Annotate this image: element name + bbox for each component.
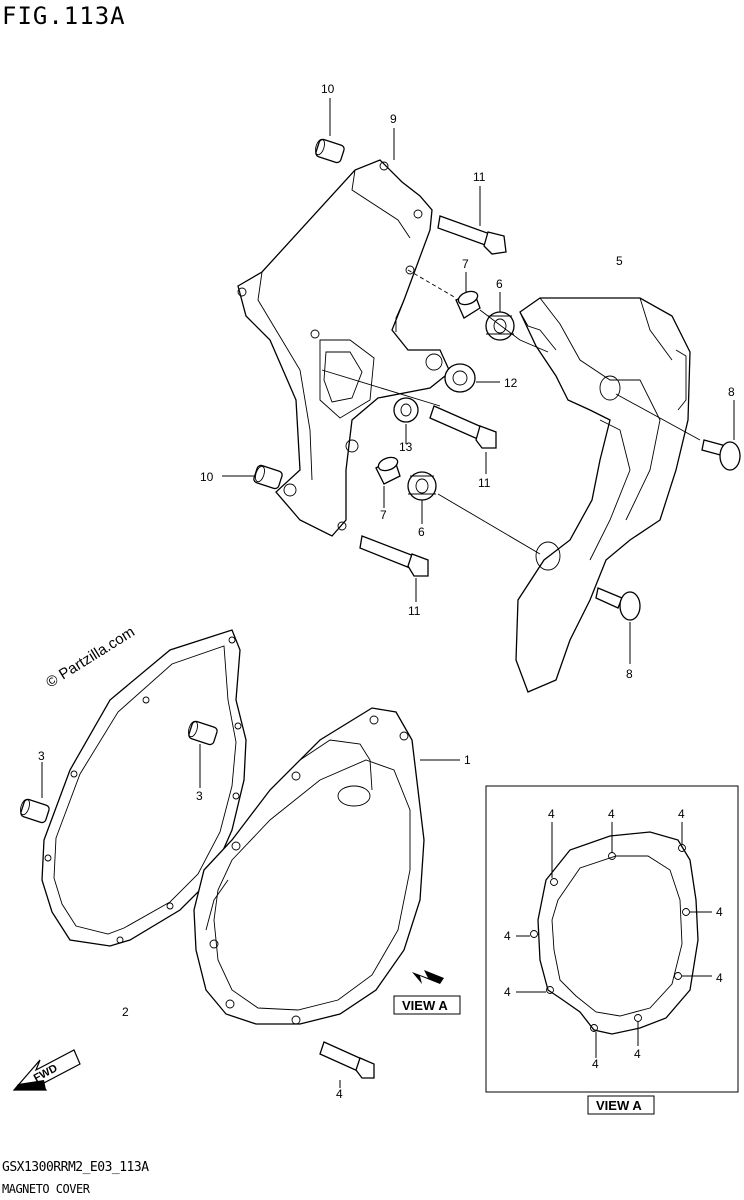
grommet-part-6-top[interactable] — [485, 311, 515, 341]
callout-6-top: 6 — [496, 277, 503, 291]
gasket-part-2[interactable] — [41, 629, 247, 947]
dowel-part-10-top[interactable] — [314, 138, 345, 164]
view-a-detail-box — [485, 785, 739, 1093]
callout-1: 1 — [464, 753, 471, 767]
collar-part-13[interactable] — [393, 397, 419, 423]
view-a-label-box-detail — [587, 1095, 655, 1115]
callout-2: 2 — [122, 1005, 129, 1019]
view-a-label-box-main — [393, 995, 461, 1015]
callout-7-top: 7 — [462, 257, 469, 271]
callout-4-main: 4 — [336, 1087, 343, 1101]
grommet-part-6-bottom[interactable] — [407, 471, 437, 501]
view-a-cover-outline — [530, 831, 699, 1035]
callout-9: 9 — [390, 112, 397, 126]
fwd-arrow-icon — [12, 1049, 81, 1091]
callout-5: 5 — [616, 254, 623, 268]
dowel-part-3-right[interactable] — [187, 720, 218, 746]
view-callout-4-8: 4 — [592, 1057, 599, 1071]
callout-10-bottom: 10 — [200, 470, 214, 484]
callout-3-right: 3 — [196, 789, 203, 803]
view-a-label-detail: VIEW A — [596, 1098, 642, 1113]
callout-13: 13 — [399, 440, 413, 454]
callout-8-top: 8 — [728, 385, 735, 399]
view-callout-4-2: 4 — [608, 807, 615, 821]
bolt-part-11-top[interactable] — [437, 215, 507, 255]
bolt-part-11-middle[interactable] — [429, 405, 497, 449]
dowel-part-10-bottom[interactable] — [253, 464, 283, 490]
view-callout-4-3: 4 — [678, 807, 685, 821]
callout-6-bottom: 6 — [418, 525, 425, 539]
bolt-part-4-main[interactable] — [319, 1041, 375, 1079]
callout-11-bottom: 11 — [408, 604, 421, 618]
bracket-part-9[interactable] — [237, 159, 451, 537]
view-callout-4-7: 4 — [504, 985, 511, 999]
dowel-part-3-left[interactable] — [19, 798, 50, 824]
figure-title: FIG.113A — [2, 2, 126, 30]
view-callout-4-5: 4 — [504, 929, 511, 943]
bolt-part-11-bottom[interactable] — [359, 535, 429, 577]
view-callout-4-6: 4 — [716, 971, 723, 985]
callout-11-top: 11 — [473, 170, 486, 184]
figure-code: GSX1300RRM2_E03_113A — [2, 1160, 149, 1175]
callout-11-middle: 11 — [478, 476, 491, 490]
screw-part-8-bottom[interactable] — [595, 587, 641, 621]
section-name: MAGNETO COVER — [2, 1182, 90, 1196]
grommet-part-12[interactable] — [444, 363, 476, 393]
callout-labels: 10 9 11 5 7 6 12 8 13 11 10 7 6 11 8 3 3… — [38, 82, 735, 1101]
view-callout-4-1: 4 — [548, 807, 555, 821]
callout-7-bottom: 7 — [380, 508, 387, 522]
callout-8-bottom: 8 — [626, 667, 633, 681]
magneto-cover-part-1[interactable] — [193, 707, 425, 1025]
callout-3-left: 3 — [38, 749, 45, 763]
screw-part-8-top[interactable] — [701, 439, 741, 471]
leader-lines — [41, 98, 735, 1088]
guard-part-5[interactable] — [515, 297, 691, 693]
view-callout-4-4: 4 — [716, 905, 723, 919]
watermark-text: © Partzilla.com — [43, 623, 138, 691]
collar-part-7-top[interactable] — [455, 289, 481, 319]
callout-12: 12 — [504, 376, 518, 390]
view-a-label-main: VIEW A — [402, 998, 448, 1013]
callout-10-top: 10 — [321, 82, 335, 96]
view-callout-4-9: 4 — [634, 1047, 641, 1061]
view-direction-arrow — [412, 970, 444, 984]
collar-part-7-bottom[interactable] — [375, 455, 401, 485]
